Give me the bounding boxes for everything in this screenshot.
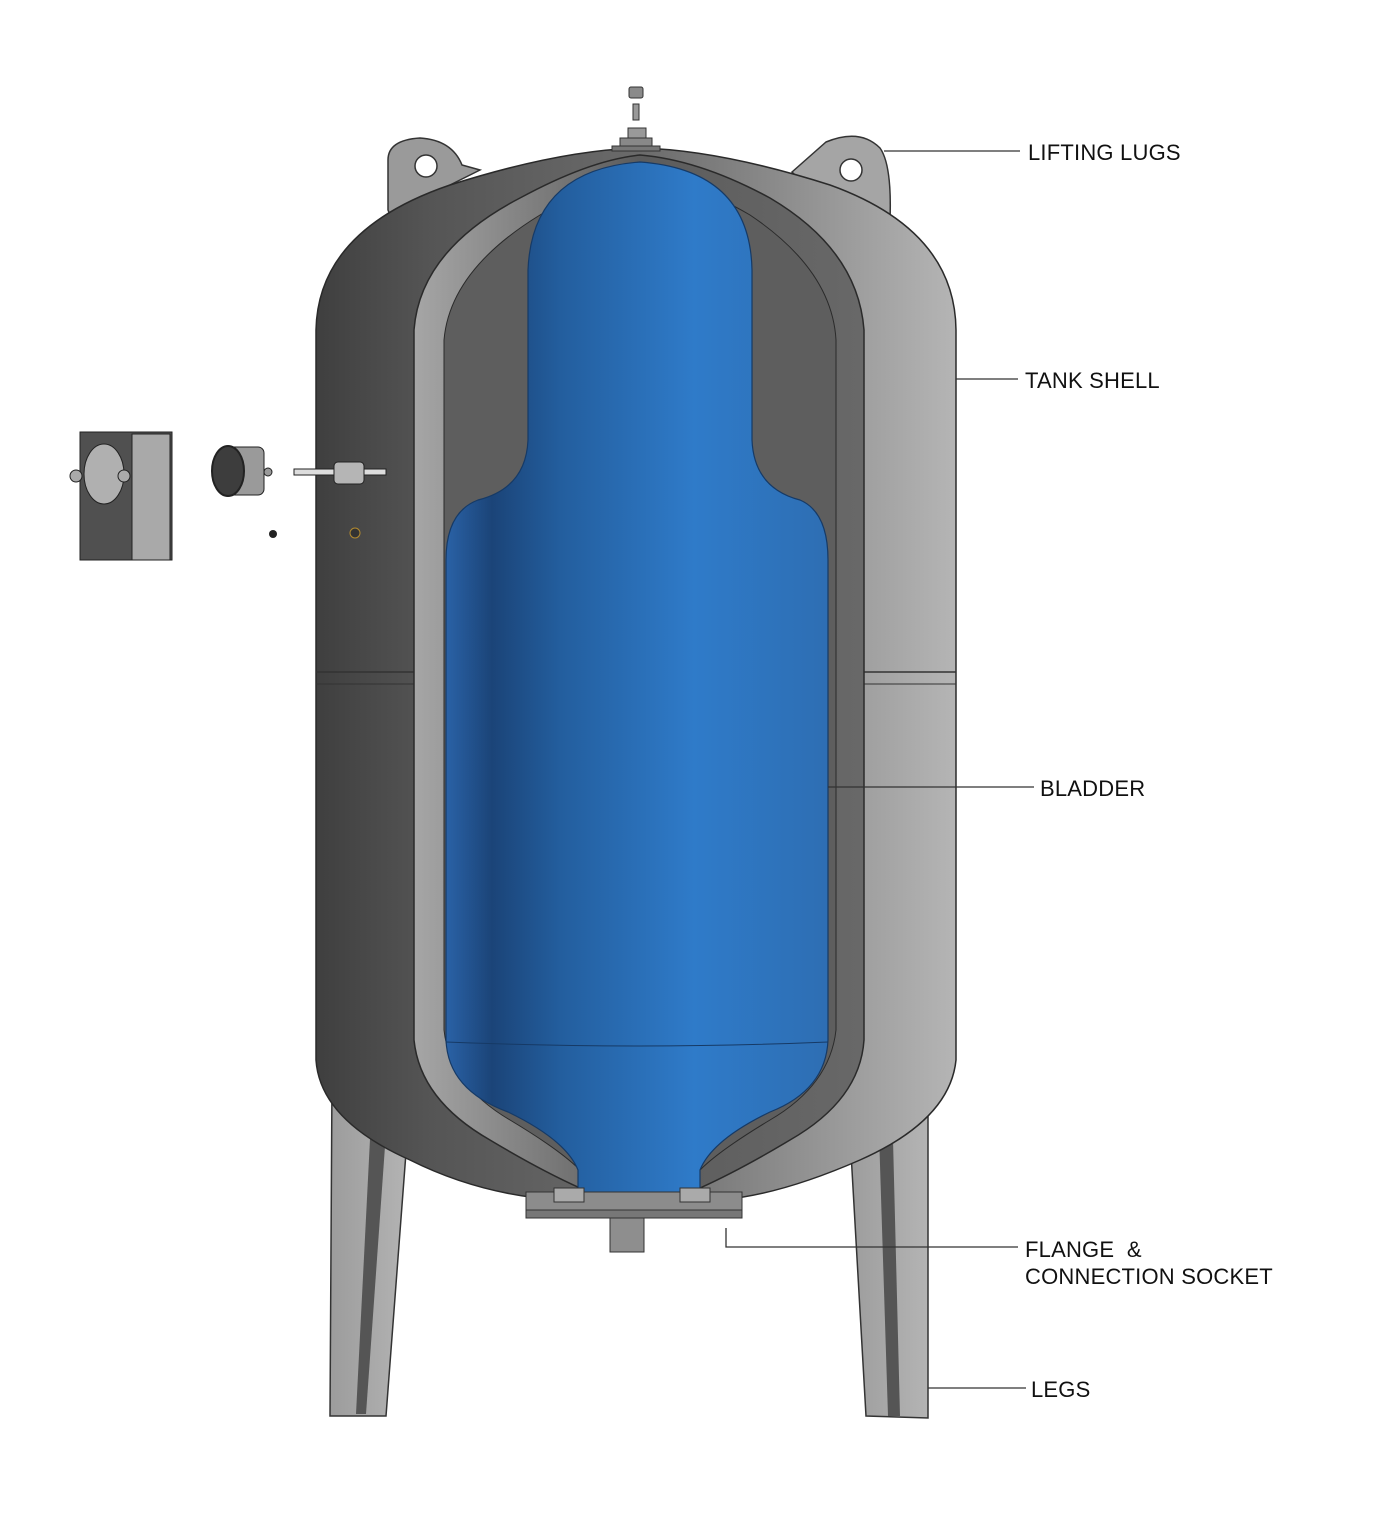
leader-lines — [725, 150, 1034, 1389]
callout-flange-line1: FLANGE & — [1025, 1237, 1142, 1262]
callout-lifting-lugs: LIFTING LUGS — [1028, 140, 1181, 165]
callout-legs: LEGS — [1031, 1377, 1091, 1402]
lifting-lugs — [387, 135, 892, 222]
top-valve — [611, 86, 661, 152]
plug — [269, 530, 277, 538]
callout-flange-line2: CONNECTION SOCKET — [1025, 1264, 1273, 1289]
pressure-gauge — [211, 445, 273, 497]
callout-bladder: BLADDER — [1040, 776, 1146, 801]
legs — [329, 1079, 929, 1419]
callout-tank-shell: TANK SHELL — [1025, 368, 1160, 393]
flange — [525, 1187, 743, 1253]
shell-socket — [349, 527, 361, 539]
bladder — [445, 161, 829, 1201]
gauge-pipe — [293, 461, 387, 485]
pressure-gauge-box — [69, 431, 173, 561]
